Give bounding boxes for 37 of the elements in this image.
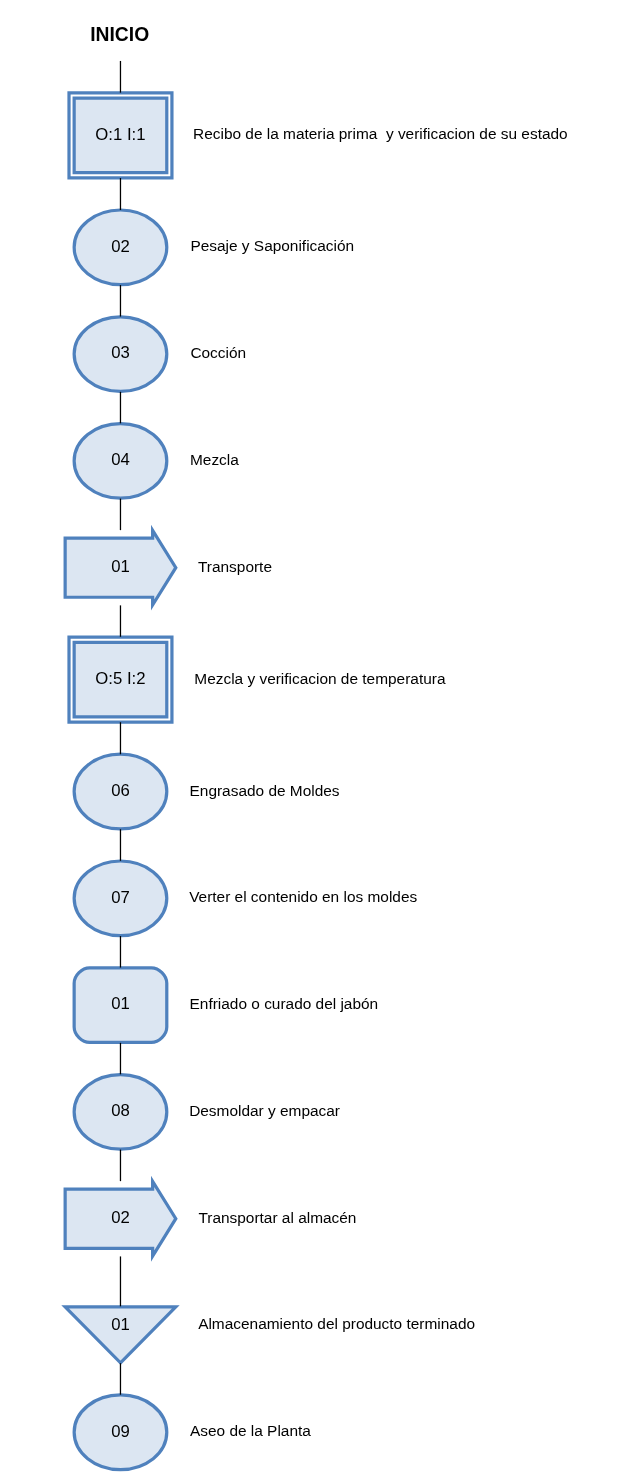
- connector: [119, 1255, 122, 1307]
- node-label: Aseo de la Planta: [189, 1422, 311, 1440]
- node-box: O:1 I:1: [67, 91, 174, 180]
- node-label: Recibo de la materia prima y verificacion de su estado: [193, 125, 568, 143]
- node-label: Enfriado o curado del jabón: [189, 995, 379, 1013]
- node-text: INICIO: [90, 23, 150, 45]
- node-box: 01: [72, 966, 169, 1045]
- node-ellipse: 03: [72, 315, 169, 393]
- node-label: Pesaje y Saponificación: [190, 237, 355, 255]
- node-label: Transportar al almacén: [198, 1208, 357, 1226]
- connector: [119, 391, 122, 424]
- connector: [119, 935, 122, 969]
- node-box: O:5 I:2: [67, 635, 174, 724]
- node-ellipse: 02: [72, 208, 169, 287]
- node-ellipse: 04: [72, 421, 169, 500]
- connector: [119, 721, 122, 755]
- node-ellipse: 09: [72, 1393, 169, 1472]
- connector: [119, 60, 122, 94]
- node-label: Mezcla: [189, 450, 239, 468]
- connector: [119, 177, 122, 211]
- node-label: Transporte: [197, 557, 272, 575]
- connector: [119, 1149, 122, 1182]
- node-label: Almacenamiento del producto terminado: [198, 1315, 476, 1333]
- connector: [119, 497, 122, 531]
- connector: [119, 1362, 122, 1396]
- node-ellipse: 07: [72, 859, 169, 938]
- node-ellipse: 06: [72, 752, 169, 831]
- connector: [119, 604, 122, 638]
- node-label: Desmoldar y empacar: [189, 1101, 340, 1119]
- node-label: Engrasado de Moldes: [189, 781, 340, 799]
- connector: [119, 284, 122, 318]
- node-label: Verter el contenido en los moldes: [189, 888, 418, 906]
- node-ellipse: 08: [72, 1072, 169, 1151]
- connector: [119, 1042, 122, 1075]
- node-label: Mezcla y verificacion de temperatura: [194, 669, 446, 687]
- node-label: Cocción: [190, 344, 247, 362]
- connector: [119, 828, 122, 862]
